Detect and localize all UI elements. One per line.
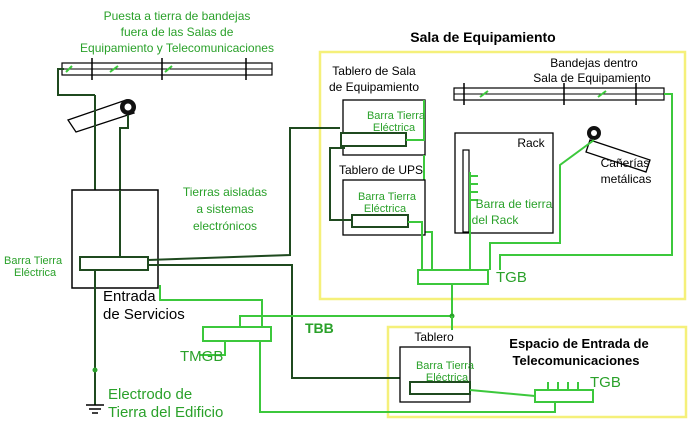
telecom-tgb-label: TGB (590, 374, 621, 391)
service-entrance-ground-bar (79, 256, 149, 271)
isolated-ground-wire (147, 127, 340, 261)
top-tray-label-1: Puesta a tierra de bandejas (104, 9, 251, 23)
conduit-left (66, 99, 136, 133)
rack-rail (462, 149, 470, 233)
tmgb-label: TMGB (180, 348, 223, 365)
ups-ground-bar (351, 214, 409, 228)
tbb-label: TBB (305, 320, 334, 336)
top-cable-tray (61, 58, 273, 80)
rack-bar-label-2: del Rack (472, 213, 520, 227)
se-label-1: Entrada (103, 288, 156, 305)
equipment-bar-label-1: Barra Tierra (367, 110, 426, 122)
isolated-label-3: electrónicos (193, 219, 257, 233)
tray-to-tgb-wire (499, 93, 673, 270)
rack-label: Rack (517, 136, 545, 150)
telecom-tgb-bar (534, 389, 594, 403)
equipment-cable-tray (453, 83, 665, 105)
telecom-title-2: Telecomunicaciones (513, 353, 640, 368)
electrode-junction (92, 367, 98, 373)
se-bar-label-2: Eléctrica (14, 267, 57, 279)
telecom-bar-to-tgb (469, 389, 536, 397)
telecom-panel-ground-bar (409, 381, 471, 395)
isolated-label-2: a sistemas (196, 202, 253, 216)
rack-bar-label-1: Barra de tierra (476, 197, 553, 211)
ups-panel-label: Tablero de UPS (339, 163, 423, 177)
tmgb-bar (202, 326, 272, 342)
rack-ground-bar (469, 172, 478, 204)
equipment-panel-label-2: de Equipamiento (329, 80, 419, 94)
top-tray-label-2: fuera de las Salas de (121, 25, 234, 39)
telecom-tgb-studs (547, 382, 579, 390)
se-to-tmgb-wire (159, 285, 263, 328)
electrode-ground-symbol (86, 395, 104, 414)
equipment-panel-label-1: Tablero de Sala (332, 64, 416, 78)
conduit-right (585, 126, 651, 173)
service-entrance-box (71, 189, 159, 289)
tmgb-to-telecom-tgb (259, 341, 556, 413)
telecom-bar-label-2: Eléctrica (426, 372, 469, 384)
se-label-2: de Servicios (103, 306, 185, 323)
tbb-backbone (239, 292, 453, 327)
telecom-entrance-outline (386, 325, 688, 419)
equipment-room-outline (318, 50, 687, 301)
electrode-label-1: Electrodo de (108, 386, 192, 403)
conduits-label-1: Cañerías (601, 156, 650, 170)
ups-bar-label-1: Barra Tierra (358, 191, 417, 203)
top-tray-ground-wire (57, 68, 95, 96)
isolated-label-1: Tierras aisladas (183, 185, 267, 199)
telecom-title-1: Espacio de Entrada de (509, 336, 648, 351)
equipment-room-title: Sala de Equipamiento (410, 29, 555, 45)
equipment-tgb-label: TGB (496, 269, 527, 286)
ups-wire (329, 147, 352, 221)
trays-label-2: Sala de Equipamiento (533, 71, 651, 85)
top-tray-label-3: Equipamiento y Telecomunicaciones (80, 41, 274, 55)
se-bar-label-1: Barra Tierra (4, 255, 63, 267)
conduit-to-tgb-wire (489, 139, 595, 270)
telecom-bar-label-1: Barra Tierra (416, 360, 475, 372)
equipment-panel-ground-bar (340, 132, 407, 147)
tmgb-stub (200, 341, 226, 356)
equipment-bar-label-2: Eléctrica (373, 122, 416, 134)
equipment-tgb-bar (417, 269, 489, 285)
conduits-label-2: metálicas (601, 172, 652, 186)
panel-bar-wire (406, 100, 425, 141)
ups-bar-label-2: Eléctrica (364, 203, 407, 215)
electrode-label-2: Tierra del Edificio (108, 404, 223, 421)
conduit-ground-wire (119, 115, 129, 190)
telecom-panel-label: Tablero (414, 330, 454, 344)
se-to-telecom-wire (148, 264, 410, 379)
ups-to-tgb-wire (408, 221, 423, 270)
trays-label-1: Bandejas dentro (550, 56, 638, 70)
